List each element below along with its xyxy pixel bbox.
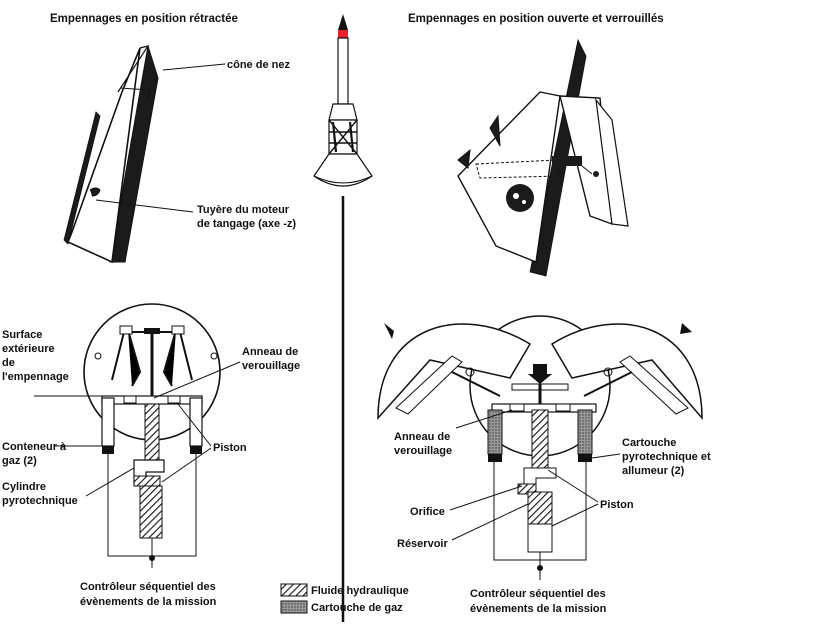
label-cylinder-2: pyrotechnique <box>2 495 78 507</box>
legend-gas: Cartouche de gaz <box>311 602 403 614</box>
label-piston-right: Piston <box>600 499 634 511</box>
leader-orifice <box>449 485 523 511</box>
label-cartridge-1: Cartouche <box>622 437 676 449</box>
label-nozzle-1: Tuyère du moteur <box>197 204 290 216</box>
label-ring-right-1: Anneau de <box>394 431 450 443</box>
arrow-up-left <box>384 323 394 339</box>
label-reservoir: Réservoir <box>397 538 448 550</box>
label-controller-left-2: évènements de la mission <box>80 596 217 608</box>
rocket-illustration <box>313 14 373 622</box>
label-ring-left-1: Anneau de <box>242 346 298 358</box>
label-controller-left-1: Contrôleur séquentiel des <box>80 581 216 593</box>
label-surface-3: de <box>2 357 15 369</box>
label-cartridge-2: pyrotechnique et <box>622 451 711 463</box>
legend-swatch-hydraulic <box>280 583 308 597</box>
label-cartridge-3: allumeur (2) <box>622 465 685 477</box>
label-ring-left-2: verouillage <box>242 360 300 372</box>
leader-nose-cone <box>162 63 226 71</box>
label-nozzle-2: de tangage (axe -z) <box>197 218 296 230</box>
label-container-1: Conteneur à <box>2 441 67 453</box>
leader-piston-right-b <box>551 503 599 527</box>
label-cylinder-1: Cylindre <box>2 481 46 493</box>
label-ring-right-2: verouillage <box>394 445 452 457</box>
retracted-fin-illustration <box>63 45 159 264</box>
label-nose-cone: cône de nez <box>227 59 290 71</box>
label-controller-right-2: évènements de la mission <box>470 603 607 615</box>
title-retracted: Empennages en position rétractée <box>50 13 238 25</box>
leader-piston-left-b <box>161 447 212 483</box>
arrow-down <box>528 364 552 384</box>
leader-ring-left <box>153 361 241 399</box>
leader-cylinder <box>85 467 135 497</box>
label-surface-1: Surface <box>2 329 42 341</box>
legend-hydraulic: Fluide hydraulique <box>311 585 409 597</box>
title-open: Empennages en position ouverte et verrou… <box>408 13 664 25</box>
leader-reservoir <box>451 503 529 541</box>
label-container-2: gaz (2) <box>2 455 37 467</box>
legend-swatch-gas <box>280 600 308 614</box>
open-fin-illustration <box>457 38 629 277</box>
label-orifice: Orifice <box>410 506 445 518</box>
open-mechanism <box>377 315 703 580</box>
retracted-mechanism <box>83 303 221 568</box>
label-controller-right-1: Contrôleur séquentiel des <box>470 588 606 600</box>
label-surface-4: l'empennage <box>2 371 69 383</box>
arrow-up-right <box>680 323 692 334</box>
legend: Fluide hydraulique Cartouche de gaz <box>280 583 409 614</box>
leader-cartridge <box>591 453 621 459</box>
leader-ring-right <box>455 409 513 429</box>
leader-piston-right-a <box>547 469 599 503</box>
label-piston-left: Piston <box>213 442 247 454</box>
leader-nozzle <box>95 199 194 213</box>
leader-piston-left-a <box>177 403 212 447</box>
nose-tip-red <box>338 30 348 38</box>
label-surface-2: extérieure <box>2 343 55 355</box>
